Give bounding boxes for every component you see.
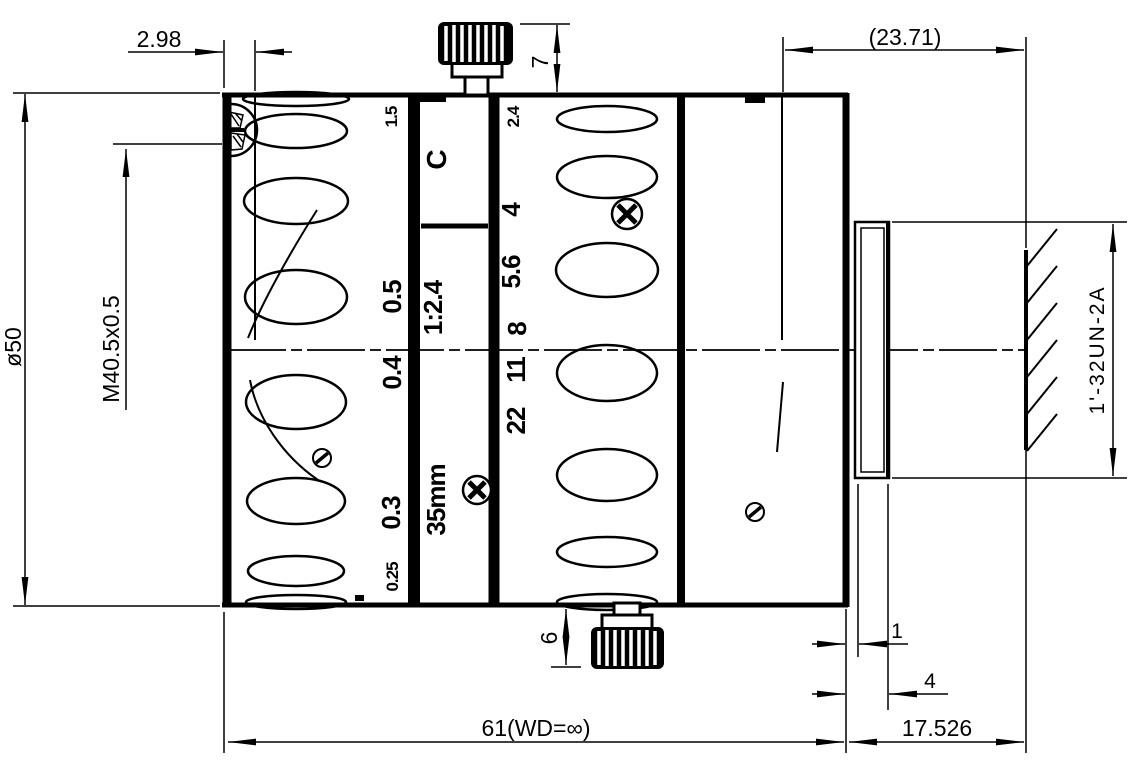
lens-body-outline [222,92,850,608]
aperture-mark: 2.4 [504,105,523,127]
focus-mark: 0.25 [383,562,402,592]
dim-optical-length-text: (23.71) [869,24,942,50]
aperture-mark: 5.6 [496,255,526,289]
aperture-ratio-label: 1:2.4 [418,279,448,335]
dim-thread-length-text: 4 [924,670,936,693]
dimension-overall-length: 61(WD=∞) [223,609,847,753]
phillips-screw-icon [461,474,493,506]
aperture-ring [554,104,660,612]
dim-mount-thread-text: 1'-32UN-2A [1086,285,1109,414]
aperture-mark: 4 [496,202,526,217]
index-step-mark [420,95,446,102]
dimension-thread-length: 4 [812,484,948,710]
rear-barrel [776,97,784,453]
dimension-top-knob: 7 [520,23,570,92]
camera-flange-hatch [1024,228,1058,452]
slotted-screw-icon [312,448,332,468]
aperture-mark: 11 [501,357,531,383]
focus-ring [241,90,351,611]
dimension-diameter: ø50 [0,92,220,607]
aperture-mark: 8 [502,322,532,336]
barrel-markings: C 1:2.4 35mm [418,150,452,536]
focus-mark: 0.5 [377,280,407,314]
dimension-filter-thread: M40.5x0.5 [98,143,222,410]
dimension-bottom-knob: 6 [536,609,581,668]
dimension-relief: 1 [812,484,908,657]
dimension-front-step: 2.98 [128,26,292,91]
focus-mark: 1.5 [382,106,401,127]
dim-overall-length-text: 61(WD=∞) [481,715,590,741]
dimension-mount-thread: 1'-32UN-2A [892,221,1127,479]
dimension-flange-focal: 17.526 [849,450,1027,753]
aperture-scale: 2.4 4 5.6 8 11 22 [496,105,532,434]
dim-diameter-text: ø50 [0,327,26,367]
focus-mark: 0.3 [376,496,406,530]
top-thumbscrew [438,22,513,97]
c-mount-thread [853,220,891,480]
phillips-screw-icon [610,197,644,231]
rear-index-mark [745,96,765,103]
front-screw-section-icon [225,102,259,158]
focus-mark: 0.4 [377,355,407,390]
slotted-screw-icon [745,502,765,522]
dim-bottom-knob-text: 6 [536,632,562,645]
dim-filter-thread-text: M40.5x0.5 [98,295,124,402]
dim-flange-focal-text: 17.526 [902,715,972,741]
focal-length-label: 35mm [421,464,451,535]
dimension-optical-length: (23.71) [782,24,1027,248]
focus-distance-scale: 1.5 0.5 0.4 0.3 0.25 [376,106,407,591]
dim-front-step-text: 2.98 [137,26,182,52]
mount-type-label: C [421,150,452,170]
bottom-thumbscrew [591,601,664,669]
dim-relief-text: 1 [891,620,903,643]
aperture-mark: 22 [501,407,531,434]
focus-index-dot [355,595,364,601]
dim-top-knob-text: 7 [527,56,553,69]
